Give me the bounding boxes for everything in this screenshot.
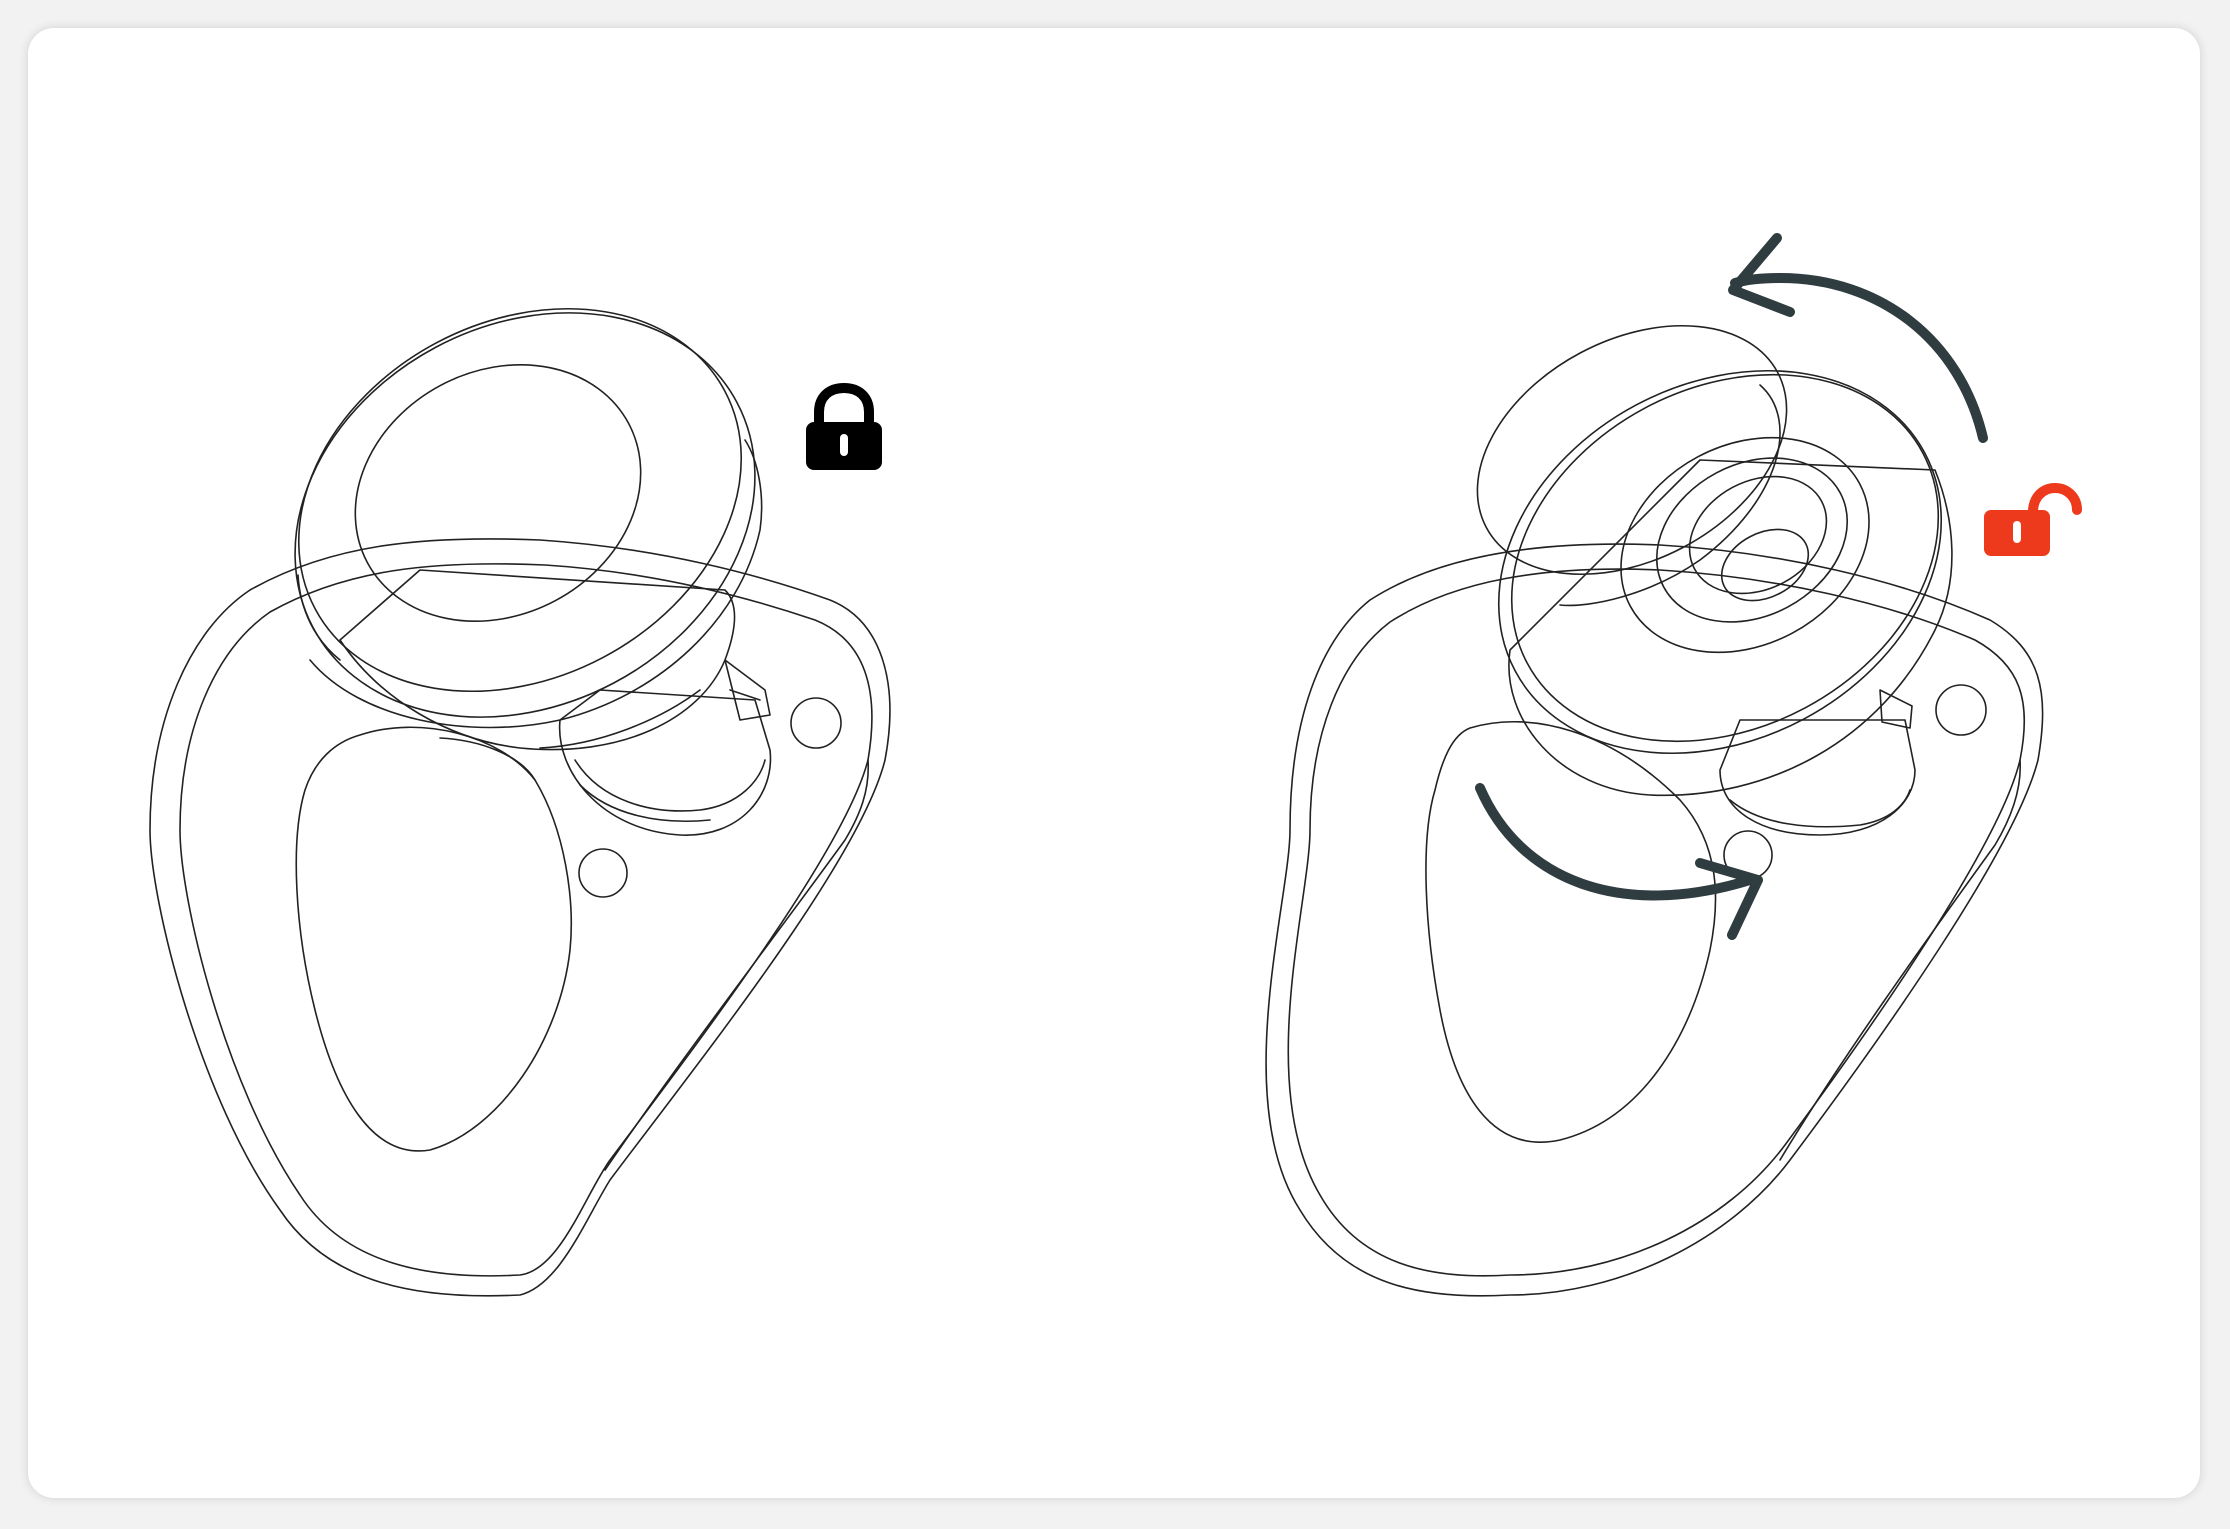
rivet-right-b bbox=[1935, 684, 1987, 736]
rotate-plate-clockwise-arrow bbox=[1475, 783, 1763, 940]
hanger-hole-left bbox=[295, 726, 573, 1152]
rotate-cap-counterclockwise-arrow bbox=[1728, 233, 1988, 443]
illustration-card bbox=[28, 28, 2200, 1498]
hanger-plate-face-left bbox=[179, 563, 873, 1277]
locked-hanger-assembly bbox=[149, 307, 891, 1297]
rivet-left-a bbox=[578, 848, 628, 898]
nut-cap-right-lifted bbox=[1476, 324, 1788, 576]
hanger-plate-left bbox=[149, 538, 891, 1297]
yellow-nut-left bbox=[294, 312, 756, 718]
yellow-nut-skirt-left bbox=[339, 569, 736, 751]
bolt-thread-right bbox=[1719, 719, 1916, 836]
hanger-plate-face-right bbox=[1287, 568, 2026, 1277]
nut-cap-left bbox=[354, 364, 642, 622]
unlocked-hanger-assembly bbox=[1265, 324, 2044, 1297]
bolt-thread-left bbox=[558, 689, 772, 836]
diagram-canvas bbox=[149, 233, 2082, 1297]
yellow-nut-right bbox=[1497, 369, 1943, 755]
hanger-hole-right bbox=[1425, 721, 1717, 1143]
rivet-left-b bbox=[790, 697, 842, 749]
hanger-plate-right bbox=[1265, 543, 2044, 1297]
padlock-closed-icon bbox=[806, 382, 882, 470]
padlock-open-icon bbox=[1984, 482, 2082, 556]
yellow-nut-skirt-right bbox=[1508, 459, 1953, 797]
